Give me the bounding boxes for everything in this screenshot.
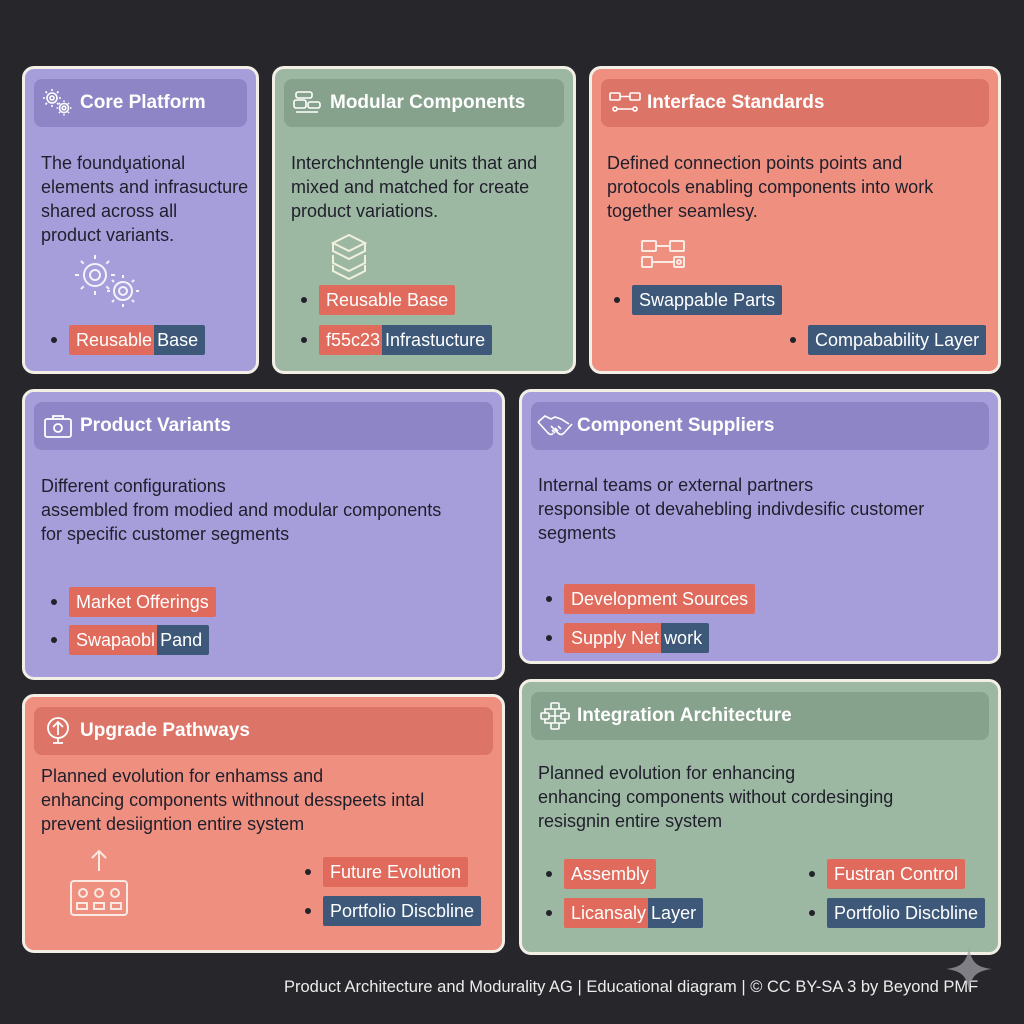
card-header: Integration Architecture: [531, 692, 989, 740]
connector-illustration-icon: [638, 237, 690, 278]
card-header: Product Variants: [34, 402, 493, 450]
footer-credit: Product Architecture and Modurality AG |…: [284, 978, 979, 996]
camera-box-icon: [38, 406, 78, 446]
gears-illustration-icon: [71, 253, 143, 314]
tag-item: Fustran Control: [809, 859, 966, 889]
card-header: Upgrade Pathways: [34, 707, 493, 755]
card-integration-architecture: Integration Architecture Planned evoluti…: [519, 679, 1001, 955]
tag-item: Portfolio Discbline: [809, 898, 986, 928]
card-title: Upgrade Pathways: [80, 720, 250, 741]
control-panel-icon: [67, 847, 131, 924]
sparkle-icon: [944, 944, 994, 999]
tag-item: Assembly: [546, 859, 657, 889]
card-title: Product Variants: [80, 415, 231, 436]
card-component-suppliers: Component Suppliers Internal teams or ex…: [519, 389, 1001, 664]
card-product-variants: Product Variants Different configuration…: [22, 389, 505, 680]
connector-icon: [605, 83, 645, 123]
card-header: Core Platform: [34, 79, 247, 127]
card-title: Modular Components: [330, 92, 526, 113]
gears-icon: [38, 83, 78, 123]
card-title: Core Platform: [80, 92, 206, 113]
card-title: Component Suppliers: [577, 415, 775, 436]
card-title: Integration Architecture: [577, 705, 792, 726]
blocks-icon: [288, 83, 328, 123]
card-header: Interface Standards: [601, 79, 989, 127]
handshake-icon: [535, 406, 575, 446]
upgrade-arrow-icon: [38, 711, 78, 751]
card-title: Interface Standards: [647, 92, 825, 113]
tag-item: Compabability Layer: [790, 325, 987, 355]
tag-item: Reusable Base: [301, 285, 456, 315]
card-interface-standards: Interface Standards Defined connection p…: [589, 66, 1001, 374]
tag-item: Swappable Parts: [614, 285, 783, 315]
tag-item: Future Evolution: [305, 857, 469, 887]
tag-item: Development Sources: [546, 584, 756, 614]
tag-item: Portfolio Discbline: [305, 896, 482, 926]
tag-item: Market Offerings: [51, 587, 216, 617]
card-header: Modular Components: [284, 79, 564, 127]
card-upgrade-pathways: Upgrade Pathways Planned evolution for e…: [22, 694, 505, 953]
network-icon: [535, 696, 575, 736]
card-header: Component Suppliers: [531, 402, 989, 450]
card-modular-components: Modular Components Interchchntengle unit…: [272, 66, 576, 374]
stacked-blocks-icon: [327, 231, 371, 286]
